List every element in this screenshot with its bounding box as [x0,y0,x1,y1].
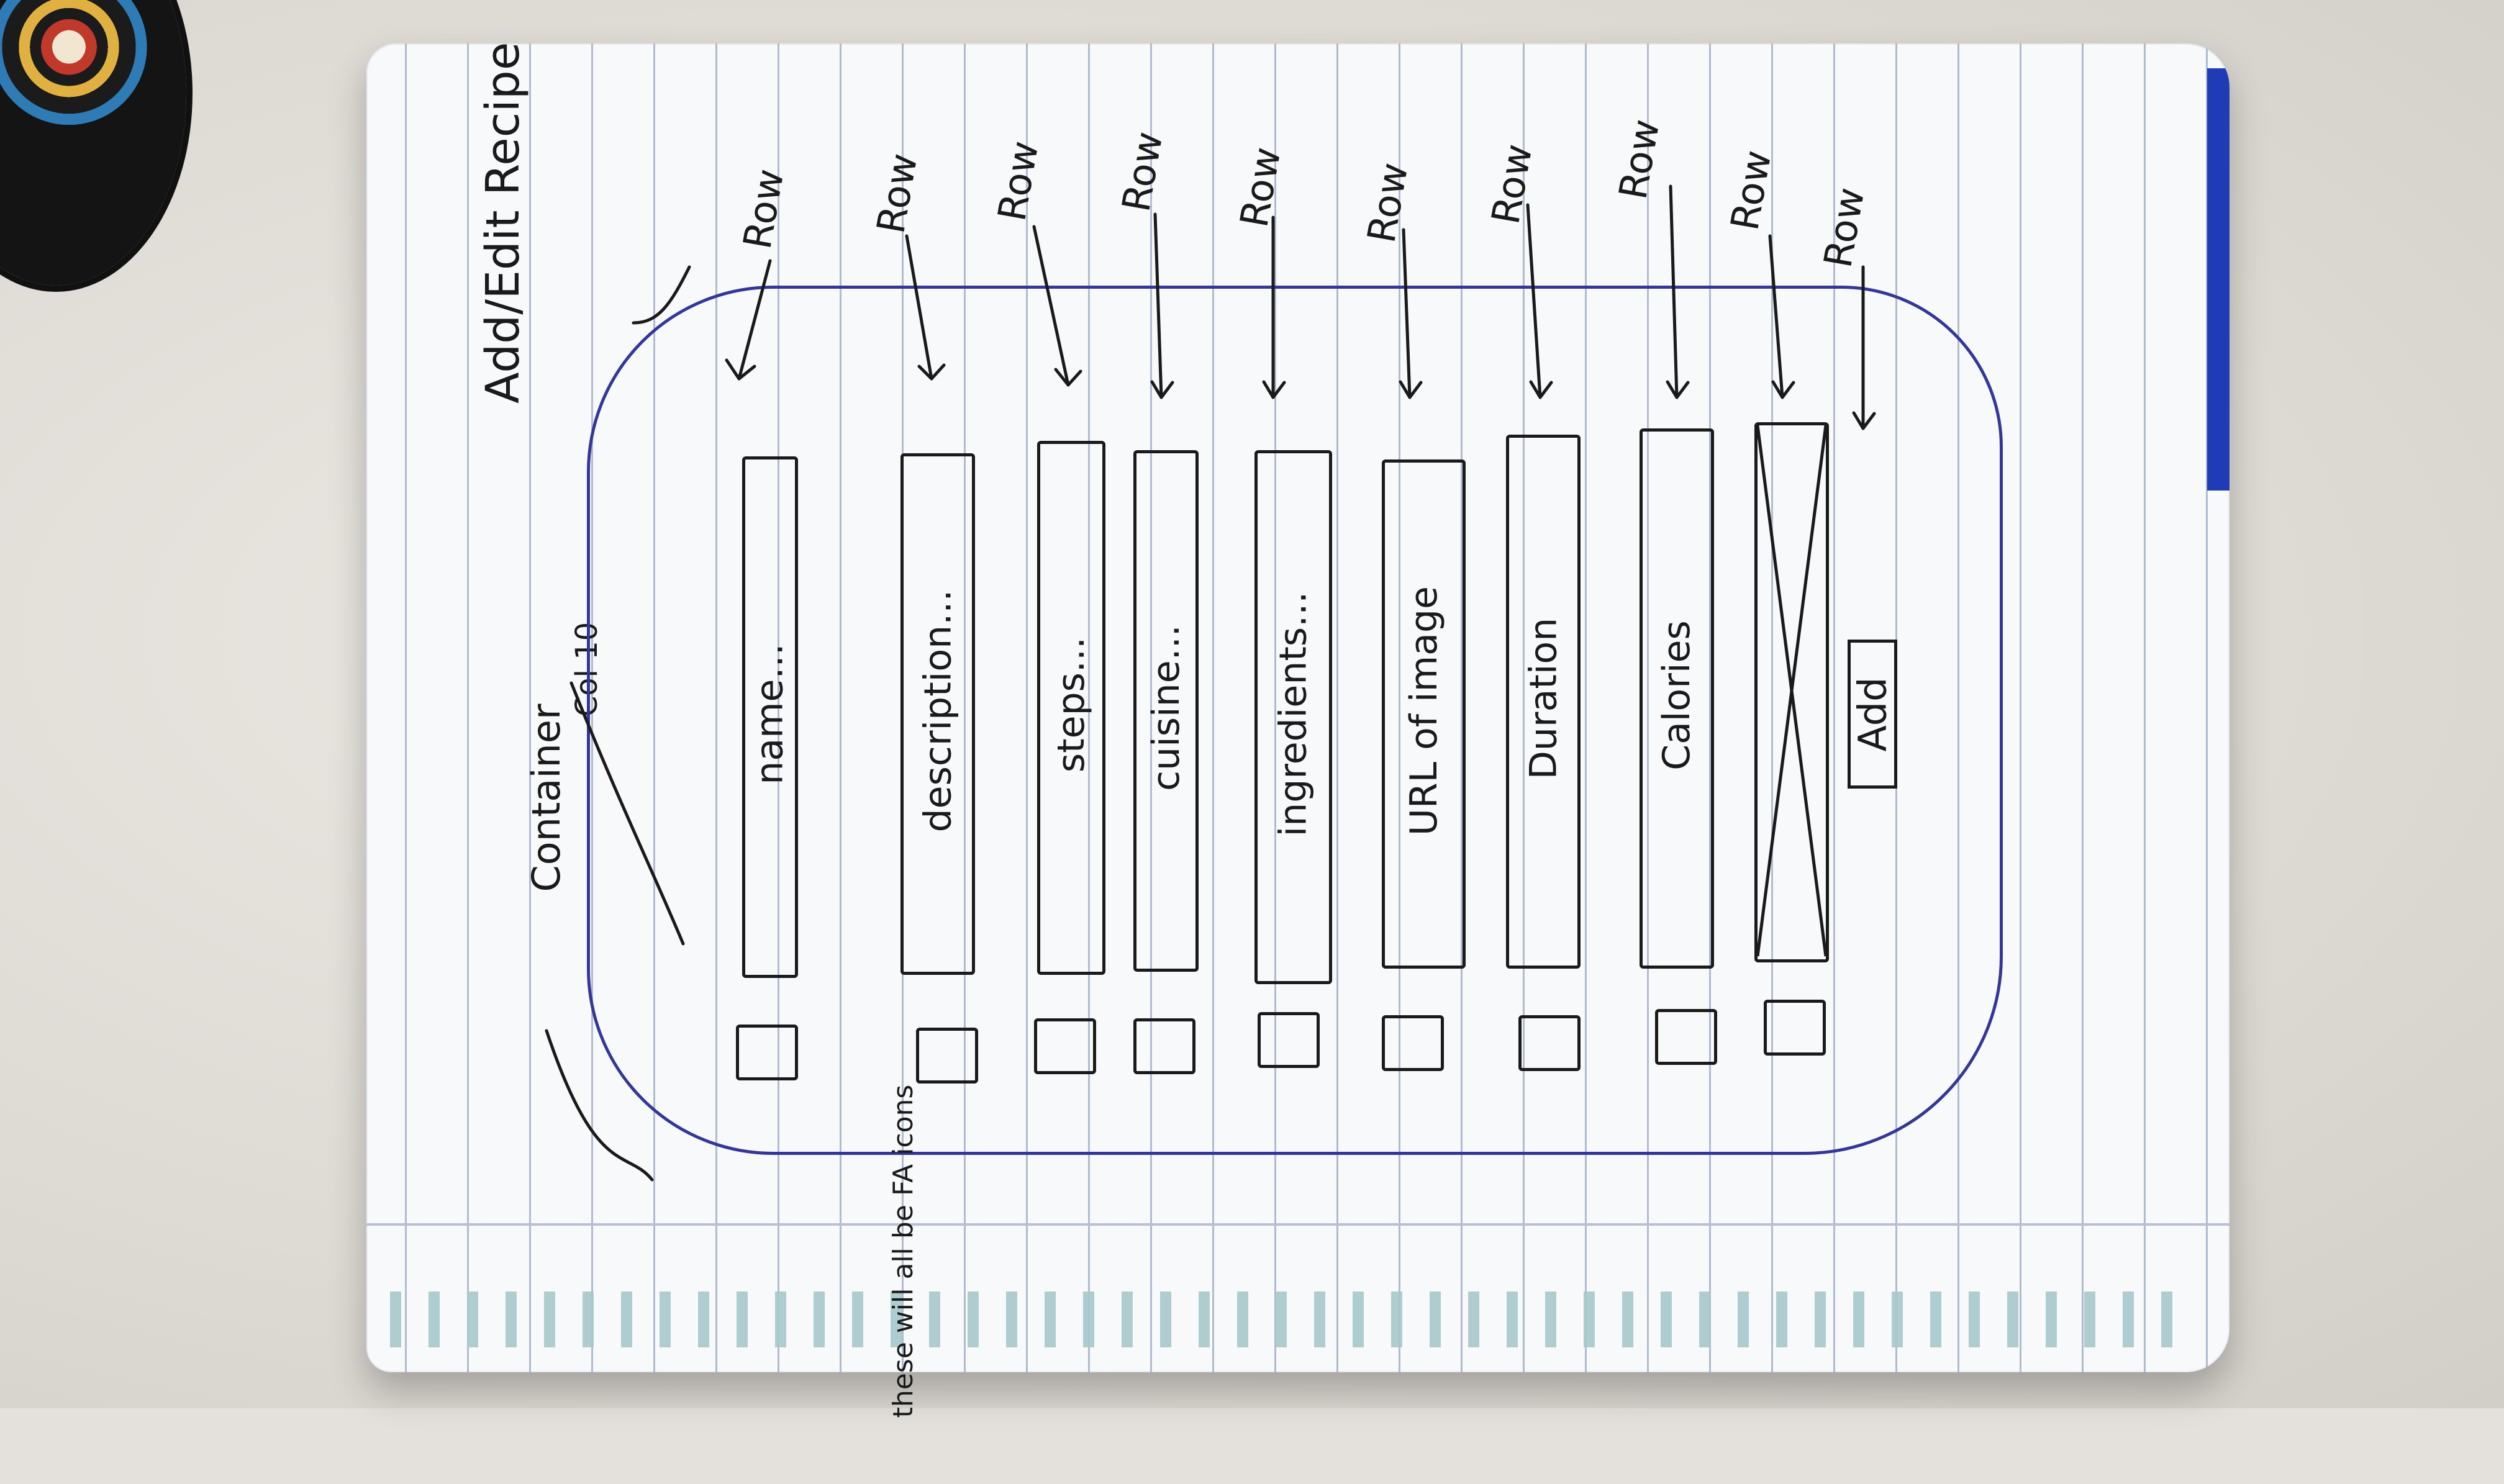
steps-field[interactable] [1037,441,1105,975]
fa-icon-calories [1655,1009,1717,1065]
name-field[interactable] [742,456,798,978]
description-field[interactable] [900,453,975,975]
fa-icon-description [916,1028,978,1084]
crossed-out-field [1754,422,1829,962]
fa-icon-extra [1764,1000,1826,1056]
spiral-binding [373,1292,2198,1347]
fa-icon-name [736,1025,798,1080]
fa-icon-steps [1034,1018,1096,1074]
image-url-field[interactable] [1382,459,1466,969]
notebook-page [366,43,2230,1372]
fa-icon-ingredients [1258,1012,1320,1068]
cross-out-mark [1756,425,1828,957]
ruled-lines [366,43,2230,1372]
fa-icon-duration [1518,1015,1581,1071]
ingredients-field[interactable] [1254,450,1332,984]
notebook-edge-stripe [2207,68,2230,491]
fa-icon-cuisine [1133,1018,1195,1074]
container-outline [587,286,2003,1155]
duration-field[interactable] [1506,435,1581,969]
add-button[interactable]: Add [1848,640,1897,789]
fa-icon-image-url [1382,1015,1444,1071]
annotation-arrows [545,184,1876,1182]
calories-field[interactable] [1640,428,1714,969]
margin-line [366,1223,2230,1226]
cuisine-field[interactable] [1133,450,1199,972]
